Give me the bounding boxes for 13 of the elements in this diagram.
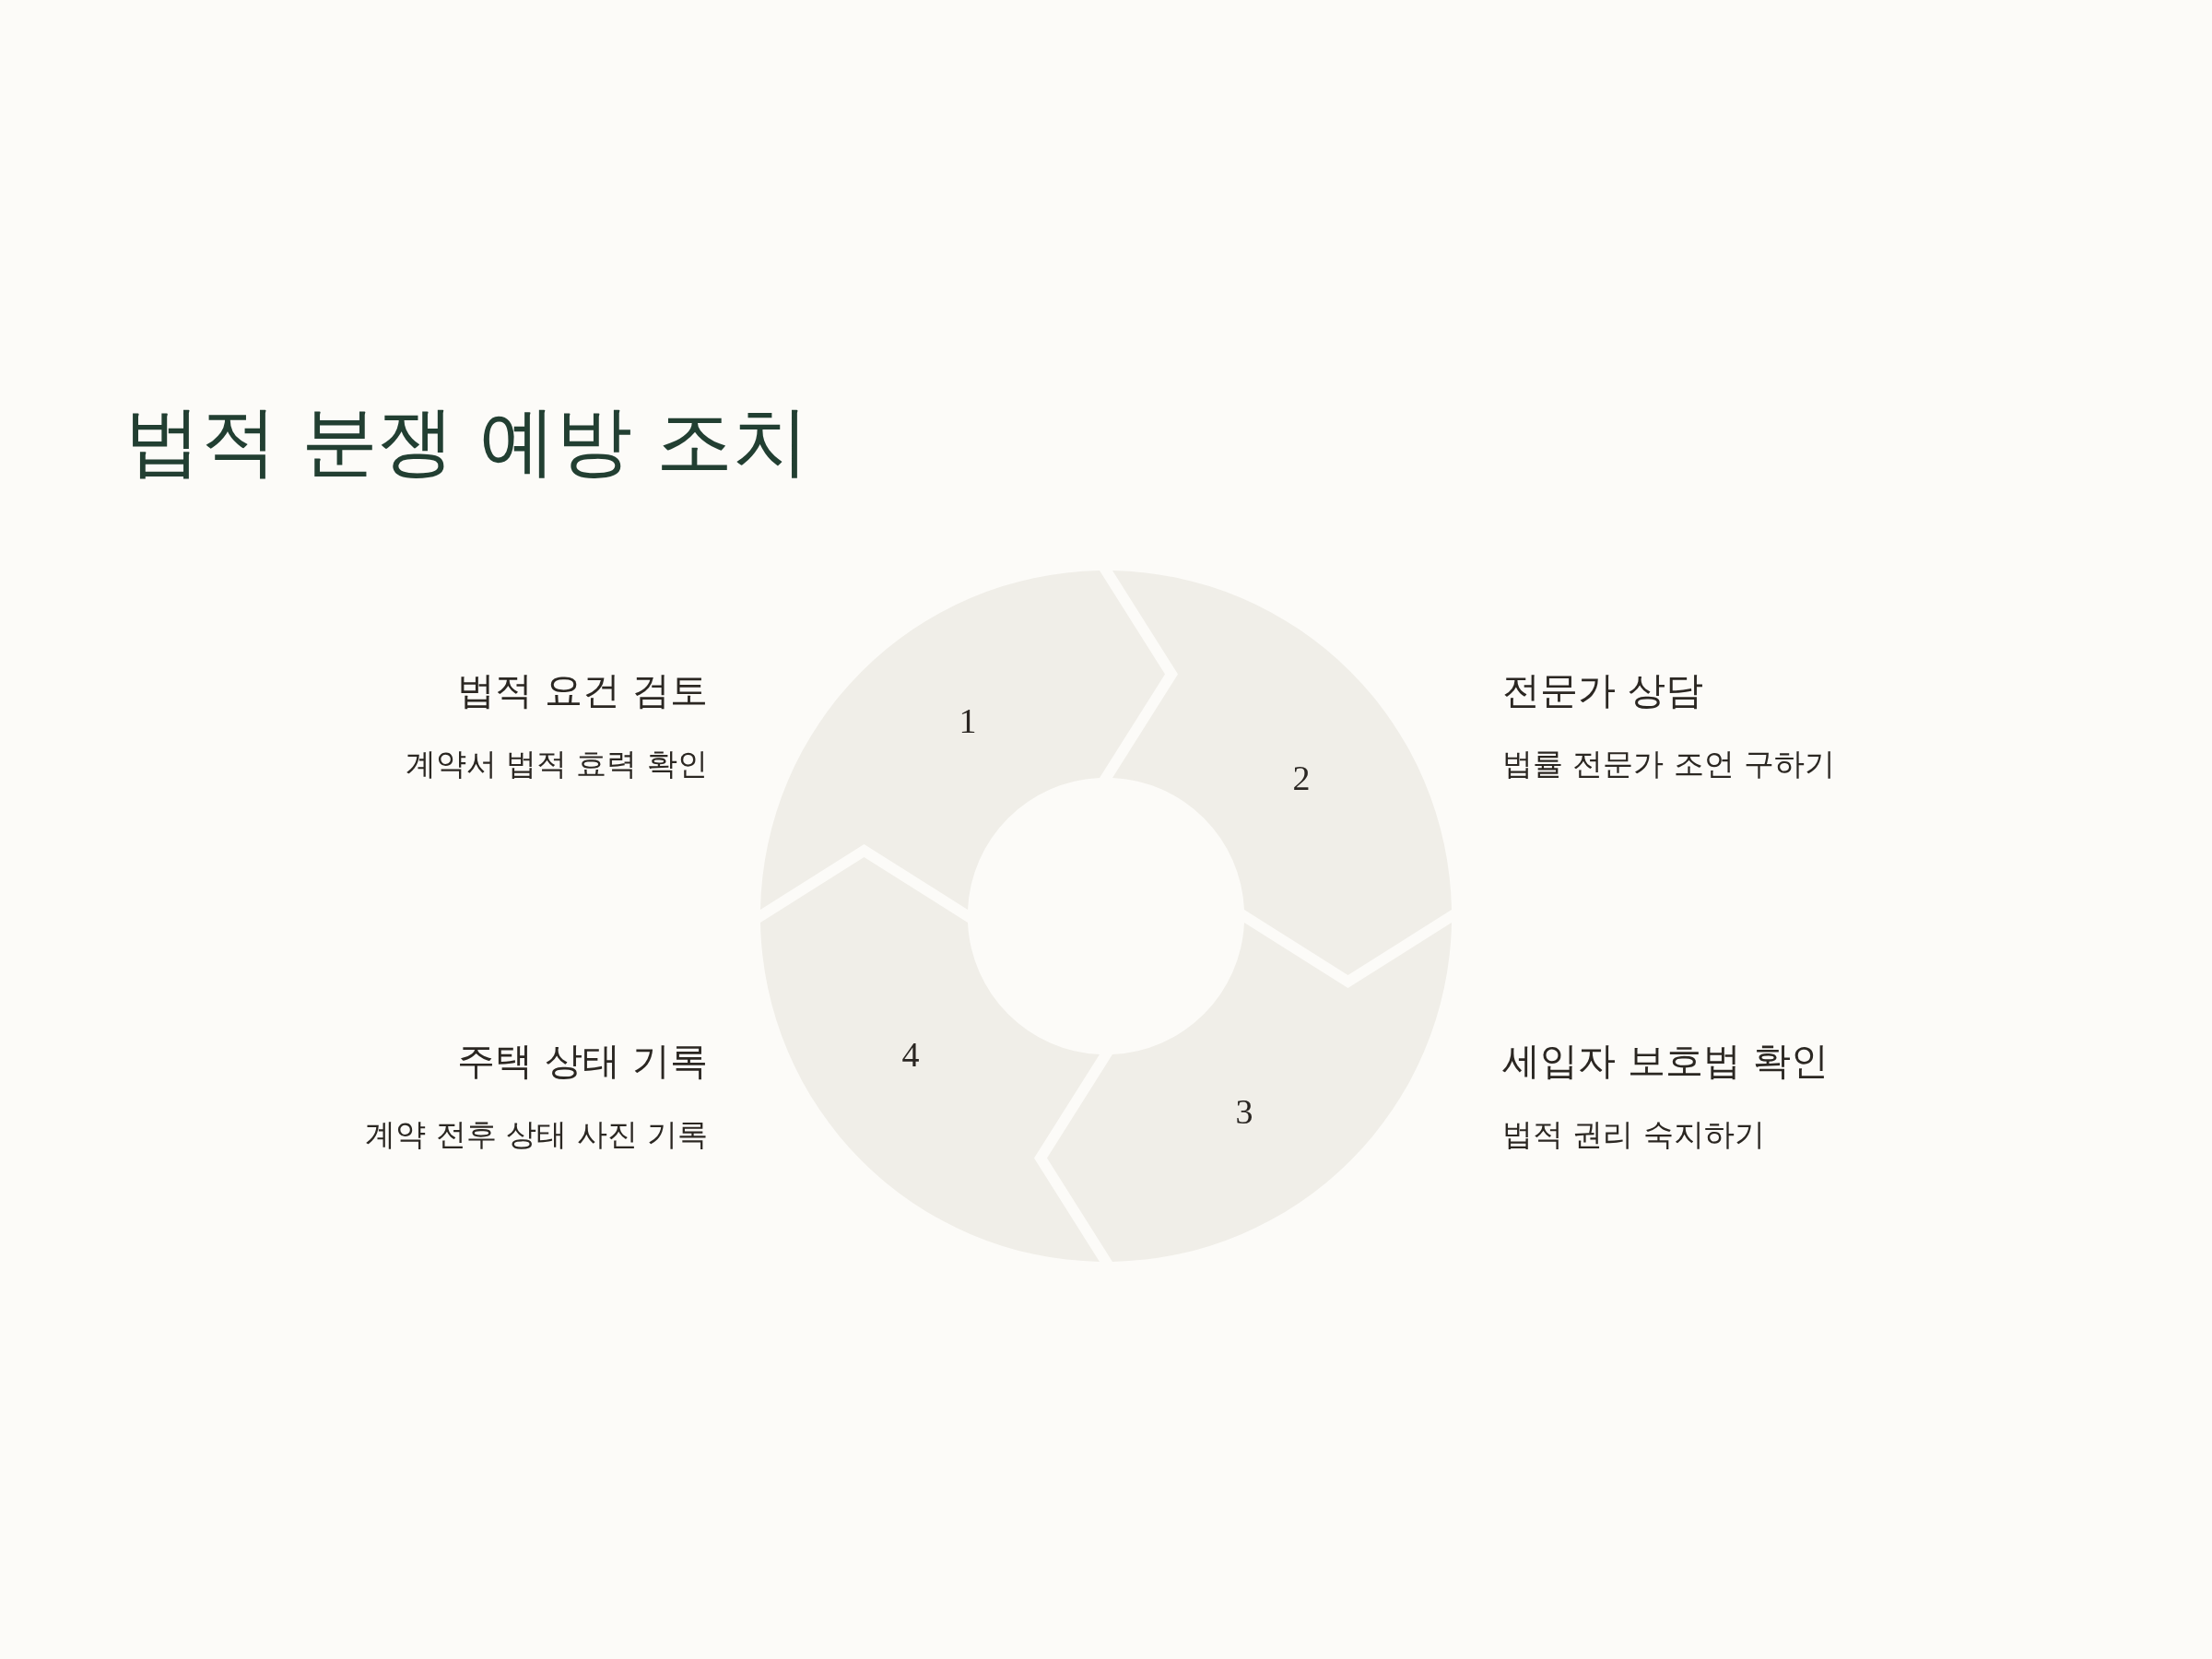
step-heading: 법적 요건 검토 bbox=[456, 667, 708, 714]
step-number: 3 bbox=[1235, 1094, 1253, 1129]
step-description: 법률 전문가 조언 구하기 bbox=[1502, 745, 1836, 783]
step-description: 계약 전후 상태 사진 기록 bbox=[365, 1115, 708, 1154]
step-heading: 전문가 상담 bbox=[1502, 667, 1704, 714]
step-number: 2 bbox=[1292, 760, 1311, 795]
step-number: 4 bbox=[901, 1037, 920, 1072]
diagram-title: 법적 분쟁 예방 조치 bbox=[124, 395, 810, 488]
step-heading: 주택 상태 기록 bbox=[456, 1038, 708, 1085]
step-description: 법적 권리 숙지하기 bbox=[1502, 1115, 1765, 1154]
step-number: 1 bbox=[959, 703, 977, 738]
step-description: 계약서 법적 효력 확인 bbox=[405, 745, 708, 783]
step-heading: 세입자 보호법 확인 bbox=[1502, 1038, 1830, 1085]
